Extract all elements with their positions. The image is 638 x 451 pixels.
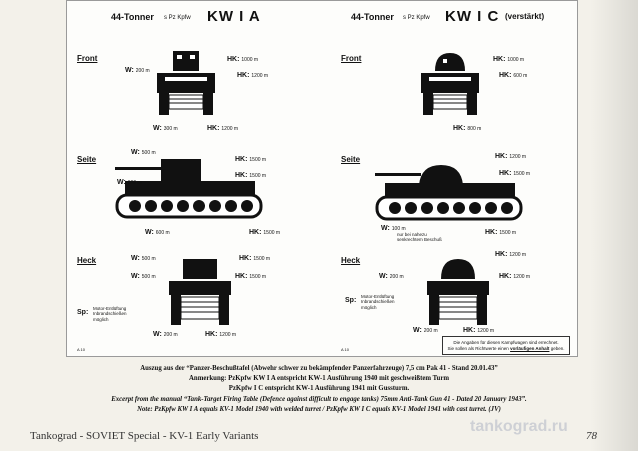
left-rear-w-mid: W: 500 m [131,273,156,280]
left-rear-tank-icon [169,259,231,325]
left-side-hk-mid: HK: 1500 m [235,172,267,179]
right-rear-w-mid: W: 200 m [379,273,404,280]
left-rear-hk-bot: HK: 1200 m [205,331,237,338]
right-side-hk-top: HK: 1200 m [495,153,527,160]
left-front-w-bot: W: 300 m [153,125,178,132]
left-title-small: s Pz Kpfw [164,15,191,21]
right-rear-sp-note: Motor-Entlüftung Inbrandschießen möglich [361,294,395,310]
right-side-w-bot-note: nur bei nahezu senkrechtem Beschuß [397,232,442,243]
right-front-tank-icon [421,53,479,115]
caption-line4: Excerpt from the manual “Tank-Target Fir… [111,396,527,403]
right-side-hk-mid: HK: 1500 m [499,170,531,177]
right-rear-tank-icon [427,259,489,325]
right-title-prefix: 44-Tonner [351,12,394,22]
right-front-section: Front [341,54,362,63]
left-side-w-mid: W: 600 m [117,179,142,186]
left-side-section: Seite [77,155,97,164]
scan-shadow [590,0,638,451]
left-title-main: KW I A [207,8,261,25]
right-rear-hk-top: HK: 1200 m [495,251,527,258]
left-rear-hk-top: HK: 1500 m [239,255,271,262]
firing-table-panel: 44-Tonner s Pz Kpfw KW I A 44-Tonner s P… [66,0,578,357]
right-rear-hk-bot: HK: 1200 m [463,327,495,334]
left-side-tank-icon [115,159,263,219]
right-title-main: KW I C [445,8,500,25]
left-rear-sp: Sp: [77,309,89,316]
right-ref: A 10 [341,347,350,352]
left-front-tank-icon [157,51,215,115]
left-ref: A 10 [77,347,86,352]
right-rear-hk-mid: HK: 1200 m [499,273,531,280]
right-title-small: s Pz Kpfw [403,15,430,21]
right-side-w-bot: W: 100 m [381,225,406,232]
right-side-tank-icon [375,165,523,221]
left-rear-section: Heck [77,256,97,265]
left-side-hk-bot: HK: 1500 m [249,229,281,236]
left-rear-hk-mid: HK: 1500 m [235,273,267,280]
right-side-hk-bot: HK: 1500 m [485,229,517,236]
left-rear-w-top: W: 500 m [131,255,156,262]
caption-line1: Auszug aus der “Panzer-Beschußtafel (Abw… [140,365,498,372]
left-rear-sp-note: Motor-Entlüftung Inbrandschießen möglich [93,306,127,322]
left-side-hk-top: HK: 1500 m [235,156,267,163]
right-front-hk-mid: HK: 600 m [499,72,528,79]
left-front-hk-bot: HK: 1200 m [207,125,239,132]
caption-line5: Note: PzKpfw KW I A equals KV-1 Model 19… [137,406,501,413]
right-rear-w-bot: W: 200 m [413,327,438,334]
left-rear-w-bot: W: 200 m [153,331,178,338]
left-title-prefix: 44-Tonner [111,12,154,22]
caption-line2: Anmerkung: PzKpfw KW I A entspricht KW-1… [189,375,449,382]
right-front-hk-top: HK: 1000 m [493,56,525,63]
left-front-section: Front [77,54,98,63]
left-side-w-top: W: 500 m [131,149,156,156]
left-front-hk-mid: HK: 1200 m [237,72,269,79]
notice-line2: Sie sollen als Richtwerte einen vorläufi… [447,345,565,351]
caption-line3: PzKpfw I C entspricht KW-1 Ausführung 19… [228,385,410,392]
left-front-w-top: W: 200 m [125,67,150,74]
watermark: tankograd.ru [470,418,568,435]
calculation-notice: Die Angaben für diesen Kampfwagen sind e… [442,336,570,355]
left-front-hk-top: HK: 1000 m [227,56,259,63]
right-title-suffix: (verstärkt) [505,12,545,21]
right-rear-section: Heck [341,256,361,265]
left-side-w-bot: W: 600 m [145,229,170,236]
right-rear-sp: Sp: [345,297,357,304]
right-front-hk-bot: HK: 800 m [453,125,482,132]
footer-book-title: Tankograd - SOVIET Special - KV-1 Early … [30,430,259,442]
right-side-section: Seite [341,155,361,164]
notice-line1: Die Angaben für diesen Kampfwagen sind e… [453,340,559,345]
page-number: 78 [586,430,597,442]
